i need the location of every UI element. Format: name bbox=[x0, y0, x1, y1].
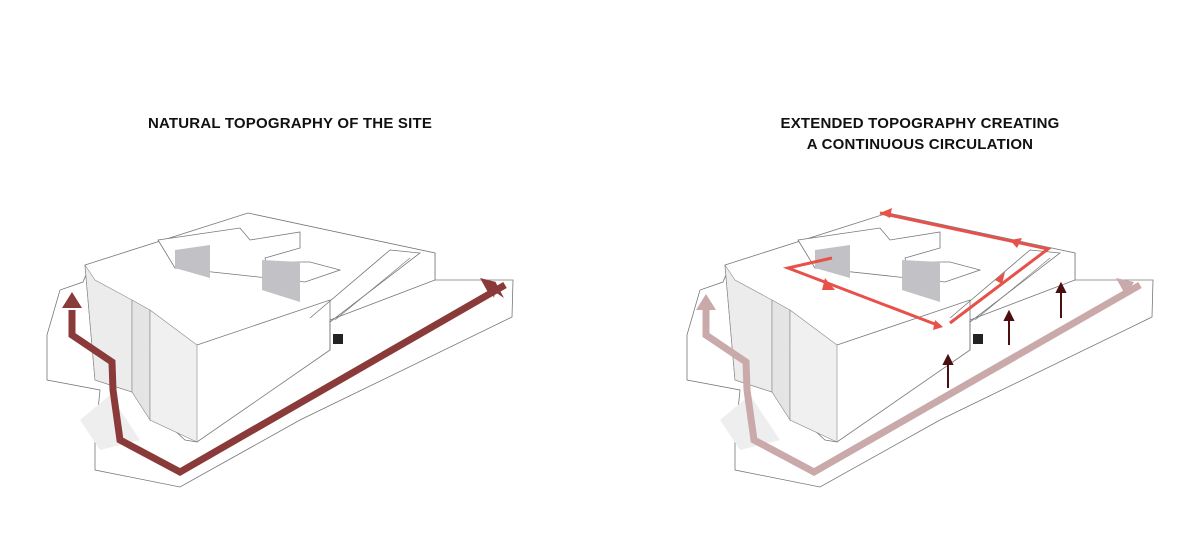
right-diagram-title: EXTENDED TOPOGRAPHY CREATING A CONTINUOU… bbox=[720, 113, 1120, 155]
right-title-line-2: A CONTINUOUS CIRCULATION bbox=[806, 136, 1034, 153]
base-circulation-arrow bbox=[702, 281, 1142, 476]
left-massing-diagram bbox=[46, 212, 514, 488]
circulation-arrow bbox=[68, 281, 507, 477]
vertical-connection-arrows bbox=[942, 281, 1067, 388]
left-diagram-title: NATURAL TOPOGRAPHY OF THE SITE bbox=[147, 115, 433, 132]
right-title-line-1: EXTENDED TOPOGRAPHY CREATING bbox=[780, 115, 1060, 132]
right-massing-diagram bbox=[686, 208, 1154, 488]
roof-circulation-loop bbox=[782, 256, 941, 328]
arrow-head-up bbox=[62, 292, 82, 308]
